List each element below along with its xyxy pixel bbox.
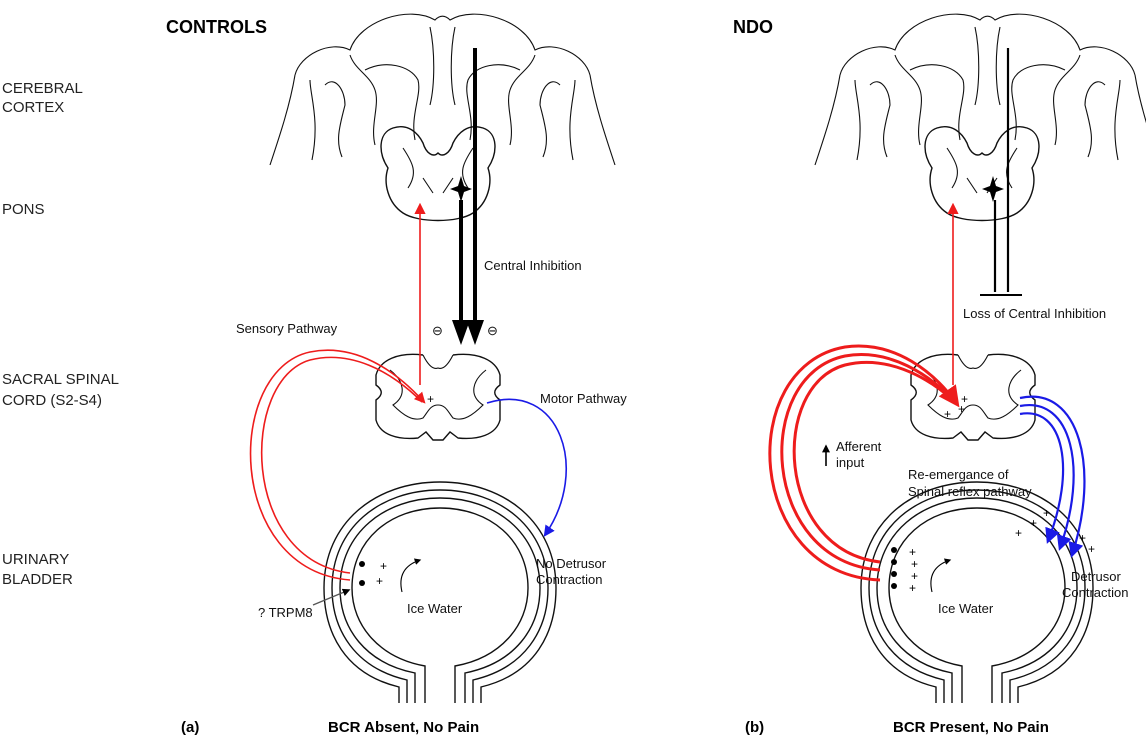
minus-sign-left: ⊖ (432, 323, 443, 338)
cerebral-cortex-drawing (270, 14, 615, 165)
label-cord-s2-s4: CORD (S2-S4) (2, 392, 102, 409)
detrusor-plus-5: + (1088, 542, 1095, 556)
caption-controls: BCR Absent, No Pain (328, 719, 479, 736)
pons-drawing-ndo (925, 127, 1039, 221)
label-ice-water-left: Ice Water (407, 601, 463, 616)
receptor-dot-ndo-2 (891, 559, 897, 565)
receptor-dot-ndo-3 (891, 571, 897, 577)
caption-letter-a: (a) (181, 719, 199, 736)
bladder-drawing-ndo (861, 482, 1093, 703)
header-controls: CONTROLS (166, 17, 267, 37)
label-central-inhibition: Central Inhibition (484, 258, 582, 273)
caption-letter-b: (b) (745, 719, 764, 736)
afferent-pathway-2 (782, 355, 955, 570)
label-spinal-reflex: Spinal reflex pathway (908, 484, 1032, 499)
trpm8-pointer (313, 590, 349, 605)
motor-pathway-ndo-2 (1020, 405, 1074, 548)
panel-controls: CONTROLS ⊖ ⊖ Central Inhibition Sensory … (166, 14, 627, 736)
detrusor-plus-2: + (1030, 516, 1037, 530)
label-bladder: BLADDER (2, 571, 73, 588)
label-detrusor-contraction: Contraction (1062, 585, 1128, 600)
label-pons: PONS (2, 201, 45, 218)
bladder-plus-2: + (376, 574, 383, 588)
label-motor-pathway: Motor Pathway (540, 391, 627, 406)
label-cortex: CORTEX (2, 99, 64, 116)
bladder-drawing (324, 482, 556, 703)
detrusor-plus-1: + (1015, 526, 1022, 540)
cord-plus-sign: + (427, 392, 434, 406)
detrusor-plus-4: + (1079, 531, 1086, 545)
label-input: input (836, 455, 865, 470)
spinal-cord-drawing-ndo (911, 354, 1035, 440)
panel-ndo: NDO Loss of Central Inhibition + + + Aff… (733, 14, 1146, 736)
cerebral-cortex-drawing-ndo (815, 14, 1146, 165)
spinal-cord-drawing (376, 354, 500, 440)
pons-drawing (381, 127, 495, 221)
pons-neuron-star-ndo (982, 176, 1004, 202)
cord-plus-2: + (944, 407, 951, 421)
label-detrusor: Detrusor (1071, 569, 1122, 584)
label-cerebral: CEREBRAL (2, 80, 83, 97)
bladder-plus-ndo-4: + (909, 581, 916, 595)
afferent-pathway-1 (794, 362, 953, 562)
receptor-dot-ndo-4 (891, 583, 897, 589)
ice-water-arrow (401, 560, 420, 592)
label-reemergance: Re-emergance of (908, 467, 1009, 482)
receptor-dot-2 (359, 580, 365, 586)
label-sensory-pathway: Sensory Pathway (236, 321, 338, 336)
label-contraction: Contraction (536, 572, 602, 587)
sensory-pathway-outer (262, 357, 422, 573)
minus-sign-right: ⊖ (487, 323, 498, 338)
ice-water-arrow-ndo (931, 560, 950, 592)
label-ice-water-right: Ice Water (938, 601, 994, 616)
label-sacral-spinal: SACRAL SPINAL (2, 371, 119, 388)
detrusor-plus-3: + (1043, 506, 1050, 520)
label-afferent: Afferent (836, 439, 882, 454)
caption-ndo: BCR Present, No Pain (893, 719, 1049, 736)
label-urinary: URINARY (2, 551, 69, 568)
inhibition-arrowhead-2 (466, 320, 484, 345)
sensory-pathway-inner (251, 350, 424, 580)
receptor-dot-ndo-1 (891, 547, 897, 553)
inhibition-arrowhead-1 (452, 320, 470, 345)
receptor-dot-1 (359, 561, 365, 567)
bladder-plus-1: + (380, 559, 387, 573)
header-ndo: NDO (733, 17, 773, 37)
label-no-detrusor: No Detrusor (536, 556, 607, 571)
label-loss-central-inhibition: Loss of Central Inhibition (963, 306, 1106, 321)
cord-plus-3: + (958, 402, 965, 416)
pons-neuron-star (450, 176, 472, 202)
label-trpm8: ? TRPM8 (258, 605, 313, 620)
